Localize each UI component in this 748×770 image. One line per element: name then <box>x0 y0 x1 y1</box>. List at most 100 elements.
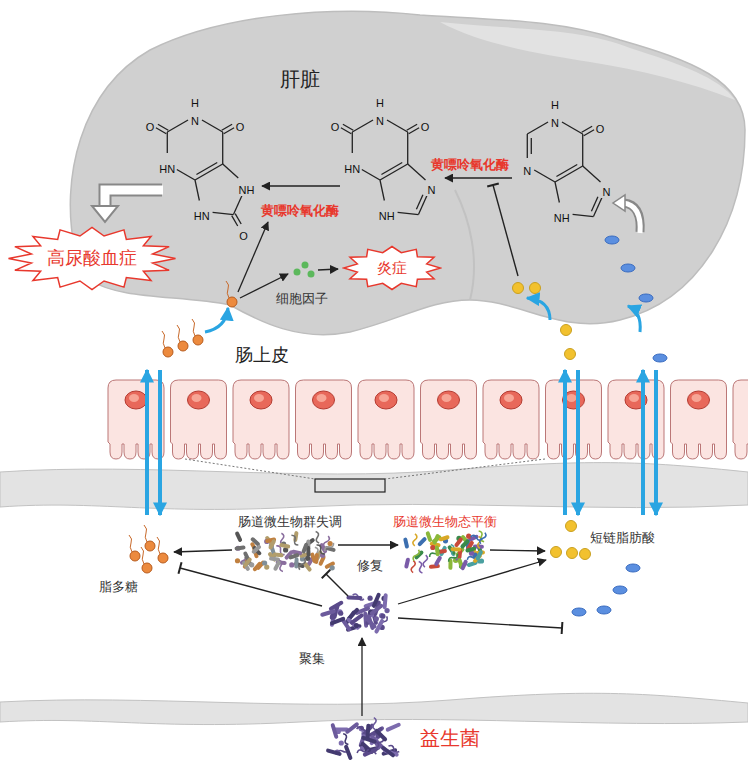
chemical-bond <box>380 180 384 200</box>
bacterium <box>273 560 282 572</box>
bacterium <box>438 535 450 542</box>
starburst-callout: 高尿酸血症 <box>7 226 177 291</box>
chemical-bond <box>591 197 597 212</box>
chemical-bond <box>527 122 548 134</box>
bacterium <box>403 537 409 549</box>
bacterium <box>435 545 440 556</box>
lps-particle <box>163 347 173 357</box>
atom-label: O <box>330 122 341 133</box>
label-holder: N <box>550 113 560 131</box>
bacterium <box>363 615 377 629</box>
effect-arrow <box>361 638 362 716</box>
epithelial-cell <box>546 380 602 459</box>
chemical-bond <box>233 195 242 214</box>
bacterium <box>417 536 428 547</box>
nucleus-highlight <box>254 394 264 402</box>
label-holder: O <box>595 119 606 137</box>
lps-particle <box>142 563 152 573</box>
epithelial-cell <box>233 380 289 459</box>
label-holder: 脂多糖 <box>99 577 138 595</box>
chemical-bond <box>196 163 217 175</box>
lps-particle <box>178 341 188 351</box>
molecule-structure <box>341 106 428 215</box>
lps-tail <box>177 325 180 342</box>
chemical-bond <box>381 163 402 175</box>
transport-arrow <box>563 370 567 515</box>
bacterium <box>326 748 342 756</box>
atom-label: O <box>145 122 156 133</box>
lps-tail <box>141 547 144 564</box>
cell-nucleus <box>125 391 147 409</box>
bacterium <box>382 593 387 609</box>
bacterium <box>251 544 262 554</box>
cell-nucleus <box>250 391 272 409</box>
cytokine-dot <box>302 262 309 269</box>
transport-arrow <box>158 370 162 515</box>
bacterium <box>477 530 486 543</box>
annotation-label: 黄嘌呤氧化酶 <box>260 204 340 219</box>
bacterium <box>289 562 294 567</box>
chemical-bond <box>593 195 603 217</box>
scfa-particle <box>530 283 541 294</box>
bacterium <box>330 615 335 620</box>
epithelial-cell <box>421 380 477 459</box>
lps-tail <box>144 525 147 542</box>
metabolite-particle <box>626 564 640 572</box>
chemical-bond <box>556 165 577 177</box>
chemical-bond <box>407 124 417 130</box>
chemical-bond <box>213 212 234 214</box>
reaction-arrow <box>262 185 340 186</box>
inhibition-bar <box>322 570 330 578</box>
bacterium <box>460 539 471 550</box>
chemical-bond <box>202 120 223 132</box>
epithelial-cell <box>483 380 539 459</box>
label-holder: O <box>330 117 341 135</box>
starburst-callout: 炎症 <box>342 245 442 291</box>
chemical-bond <box>534 170 555 182</box>
label-holder: HN <box>343 159 361 177</box>
bacterium <box>359 744 372 752</box>
label-holder: H <box>375 93 385 111</box>
bacterium <box>372 717 377 729</box>
bacterium <box>346 595 362 600</box>
label-holder: HN <box>158 159 176 177</box>
metabolite-particle <box>572 608 586 616</box>
organ-label: 肝脏 <box>280 68 320 91</box>
atom-label: H <box>550 100 560 111</box>
bacterium <box>354 623 359 628</box>
label-holder: 黄嘌呤氧化酶 <box>260 201 340 219</box>
chemical-bond <box>407 132 408 164</box>
bacterium <box>411 561 415 573</box>
label-holder: H <box>190 93 200 111</box>
label-holder: 肠道微生物群失调 <box>238 512 342 530</box>
label-holder: N <box>190 111 200 129</box>
chemical-bond <box>582 126 592 132</box>
atom-label: N <box>190 116 200 127</box>
atom-label: N <box>375 116 385 127</box>
bacterium <box>252 561 262 572</box>
scfa-particle <box>561 325 572 336</box>
bacterium <box>367 596 372 601</box>
effect-arrow <box>238 222 268 292</box>
bacterium <box>235 558 240 563</box>
chemical-bond <box>167 132 168 153</box>
starburst-outline <box>344 247 441 290</box>
bacterium <box>465 546 477 553</box>
chemical-bond <box>362 170 380 181</box>
bacterium <box>430 545 435 550</box>
label-holder: 聚集 <box>299 649 325 667</box>
atom-label: N <box>601 187 611 198</box>
bacterium <box>329 616 345 625</box>
label-holder: 黄嘌呤氧化酶 <box>430 155 510 173</box>
bacterium <box>268 539 277 551</box>
bacterium <box>324 561 336 570</box>
chemical-bond <box>583 166 601 182</box>
chemical-bond <box>416 195 422 210</box>
bacterium <box>330 723 339 739</box>
bacterium <box>450 547 461 551</box>
intestinal-wall <box>0 693 748 724</box>
bacterium <box>417 561 425 574</box>
annotation-label: 黄嘌呤氧化酶 <box>430 158 510 173</box>
label-holder: 益生菌 <box>420 727 480 750</box>
